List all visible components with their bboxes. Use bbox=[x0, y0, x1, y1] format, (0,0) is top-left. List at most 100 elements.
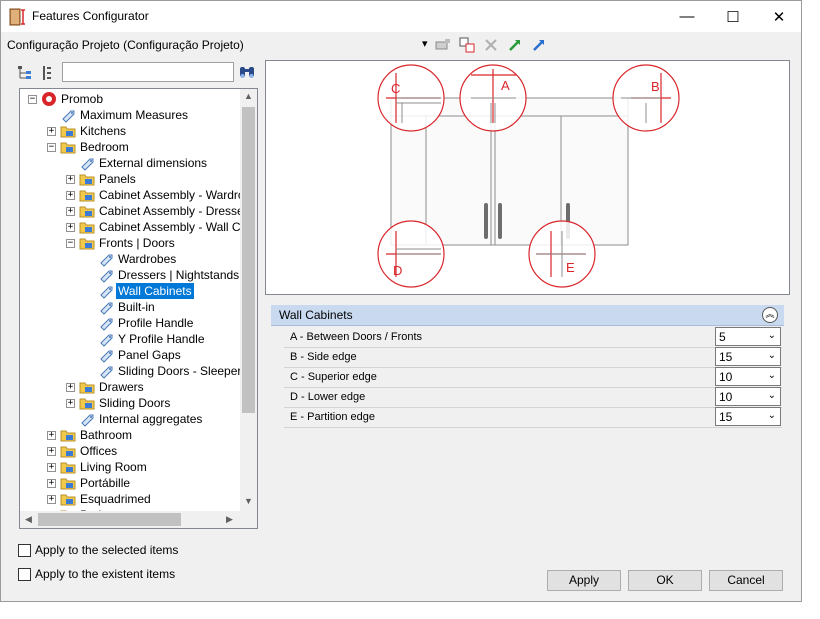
import-icon[interactable] bbox=[506, 36, 524, 54]
tree-item-label-selected[interactable]: Wall Cabinets bbox=[116, 283, 194, 299]
tree-item[interactable]: + Esquadrimed bbox=[20, 491, 240, 507]
tree-item[interactable]: + Panels bbox=[20, 171, 240, 187]
tree-item-label[interactable]: Drawers bbox=[99, 380, 144, 394]
property-value-select[interactable]: 10⌄ bbox=[715, 387, 781, 406]
tree-item[interactable]: Internal aggregates bbox=[20, 411, 240, 427]
tree-item[interactable]: External dimensions bbox=[20, 155, 240, 171]
scroll-down-icon[interactable]: ▼ bbox=[244, 496, 253, 506]
copy-configuration-icon[interactable] bbox=[458, 36, 476, 54]
tree-item[interactable]: + Drawers bbox=[20, 379, 240, 395]
tree-item-label[interactable]: Sliding Doors bbox=[99, 396, 171, 410]
tree-item[interactable]: + Living Room bbox=[20, 459, 240, 475]
tree-item[interactable]: Maximum Measures bbox=[20, 107, 240, 123]
tree-vertical-scrollbar[interactable]: ▲ ▼ bbox=[240, 89, 257, 511]
tree-item-label[interactable]: Wardrobes bbox=[118, 252, 177, 266]
cancel-button[interactable]: Cancel bbox=[709, 570, 783, 591]
tree-item-label[interactable]: External dimensions bbox=[99, 156, 208, 170]
tree-item-label[interactable]: Esquadrimed bbox=[80, 492, 151, 506]
apply-selected-checkbox[interactable] bbox=[18, 544, 31, 557]
chevron-down-icon[interactable]: ⌄ bbox=[767, 350, 776, 361]
chevron-down-icon[interactable]: ⌄ bbox=[767, 410, 776, 421]
expand-icon[interactable]: + bbox=[66, 382, 75, 392]
maximize-button[interactable]: ☐ bbox=[726, 8, 740, 26]
collapse-tree-icon[interactable]: − bbox=[28, 94, 37, 104]
tree-item-label[interactable]: Y Profile Handle bbox=[118, 332, 205, 346]
expand-icon[interactable]: + bbox=[66, 398, 75, 408]
tree-item[interactable]: Wardrobes bbox=[20, 251, 240, 267]
tree-item-label[interactable]: Cabinet Assembly - Dressers | Nightstand… bbox=[99, 204, 257, 218]
configuration-dropdown-arrow[interactable]: ▾ bbox=[422, 38, 428, 50]
property-value-select[interactable]: 15⌄ bbox=[715, 407, 781, 426]
tree-item-label[interactable]: Bedroom bbox=[80, 140, 129, 154]
tree-item-label[interactable]: Fronts | Doors bbox=[99, 236, 175, 250]
tree-item-label[interactable]: Built-in bbox=[118, 300, 155, 314]
apply-selected-label[interactable]: Apply to the selected items bbox=[35, 543, 179, 557]
expand-icon[interactable]: + bbox=[66, 190, 75, 200]
apply-existent-checkbox[interactable] bbox=[18, 568, 31, 581]
tree-item[interactable]: − Fronts | Doors bbox=[20, 235, 240, 251]
apply-existent-label[interactable]: Apply to the existent items bbox=[35, 567, 176, 581]
chevron-down-icon[interactable]: ⌄ bbox=[767, 330, 776, 341]
scroll-up-icon[interactable]: ▲ bbox=[244, 91, 253, 101]
tree-item-label[interactable]: Internal aggregates bbox=[99, 412, 203, 426]
expand-icon[interactable]: + bbox=[66, 174, 75, 184]
tree-horizontal-scrollbar[interactable]: ◀ ▶ bbox=[20, 511, 240, 528]
tree-item[interactable]: + Cabinet Assembly - Wall Cabinets bbox=[20, 219, 257, 235]
tree-item-label[interactable]: Kitchens bbox=[80, 124, 127, 138]
expand-icon[interactable]: + bbox=[47, 462, 56, 472]
tree-item-label[interactable]: Bathroom bbox=[80, 428, 133, 442]
expand-icon[interactable]: + bbox=[47, 126, 56, 136]
chevron-down-icon[interactable]: ⌄ bbox=[767, 390, 776, 401]
tree-item-label[interactable]: Promob bbox=[61, 92, 104, 106]
tree-item-label[interactable]: Living Room bbox=[80, 460, 147, 474]
edit-configuration-icon[interactable] bbox=[434, 36, 452, 54]
tree-item[interactable]: − Bedroom bbox=[20, 139, 240, 155]
property-value-select[interactable]: 10⌄ bbox=[715, 367, 781, 386]
scroll-right-icon[interactable]: ▶ bbox=[226, 514, 233, 524]
tree-item-label[interactable]: Maximum Measures bbox=[80, 108, 189, 122]
tree-item[interactable]: + Bathroom bbox=[20, 427, 240, 443]
collapse-icon[interactable]: ︽ bbox=[762, 307, 778, 323]
tree-item[interactable]: + Portábille bbox=[20, 475, 240, 491]
chevron-down-icon[interactable]: ⌄ bbox=[767, 370, 776, 381]
expand-icon[interactable]: + bbox=[66, 222, 75, 232]
tree-item[interactable]: Dressers | Nightstands bbox=[20, 267, 240, 283]
tree-item[interactable]: + Kitchens bbox=[20, 123, 240, 139]
tree-item[interactable]: Y Profile Handle bbox=[20, 331, 240, 347]
tree-item[interactable]: Built-in bbox=[20, 299, 240, 315]
tree-item[interactable]: + Sliding Doors bbox=[20, 395, 240, 411]
scroll-left-icon[interactable]: ◀ bbox=[25, 514, 32, 524]
export-icon[interactable] bbox=[530, 36, 548, 54]
expand-icon[interactable]: + bbox=[47, 478, 56, 488]
collapse-tree-icon[interactable]: − bbox=[66, 238, 75, 248]
tree-item[interactable]: + Offices bbox=[20, 443, 240, 459]
tree-item[interactable]: Profile Handle bbox=[20, 315, 240, 331]
property-value-select[interactable]: 5⌄ bbox=[715, 327, 781, 346]
minimize-button[interactable]: — bbox=[679, 8, 695, 25]
tree-horizontal-scroll-thumb[interactable] bbox=[38, 513, 181, 526]
delete-icon[interactable] bbox=[482, 36, 500, 54]
tree-item-label[interactable]: Cabinet Assembly - Wall Cabinets bbox=[99, 220, 257, 234]
tree-expand-icon[interactable] bbox=[16, 64, 34, 82]
tree-item-label[interactable]: Panel Gaps bbox=[118, 348, 181, 362]
property-value-select[interactable]: 15⌄ bbox=[715, 347, 781, 366]
expand-icon[interactable]: + bbox=[47, 494, 56, 504]
tree-item[interactable]: − Promob bbox=[20, 91, 240, 107]
apply-button[interactable]: Apply bbox=[547, 570, 621, 591]
tree-item-label[interactable]: Sliding Doors - Sleepers bbox=[118, 364, 248, 378]
tree-item-label[interactable]: Profile Handle bbox=[118, 316, 194, 330]
tree-item[interactable]: Wall Cabinets bbox=[20, 283, 240, 299]
expand-icon[interactable]: + bbox=[66, 206, 75, 216]
tree-item[interactable]: Panel Gaps bbox=[20, 347, 240, 363]
tree-list-icon[interactable] bbox=[38, 64, 56, 82]
collapse-tree-icon[interactable]: − bbox=[47, 142, 56, 152]
tree-item[interactable]: + Cabinet Assembly - Dressers | Nightstan… bbox=[20, 203, 257, 219]
expand-icon[interactable]: + bbox=[47, 446, 56, 456]
tree-item-label[interactable]: Panels bbox=[99, 172, 136, 186]
ok-button[interactable]: OK bbox=[628, 570, 702, 591]
tree-item-label[interactable]: Portábille bbox=[80, 476, 131, 490]
tree-item[interactable]: + Cabinet Assembly - Wardrobes bbox=[20, 187, 257, 203]
expand-icon[interactable]: + bbox=[47, 430, 56, 440]
tree-item-label[interactable]: Offices bbox=[80, 444, 118, 458]
tree-item-label[interactable]: Cabinet Assembly - Wardrobes bbox=[99, 188, 258, 202]
